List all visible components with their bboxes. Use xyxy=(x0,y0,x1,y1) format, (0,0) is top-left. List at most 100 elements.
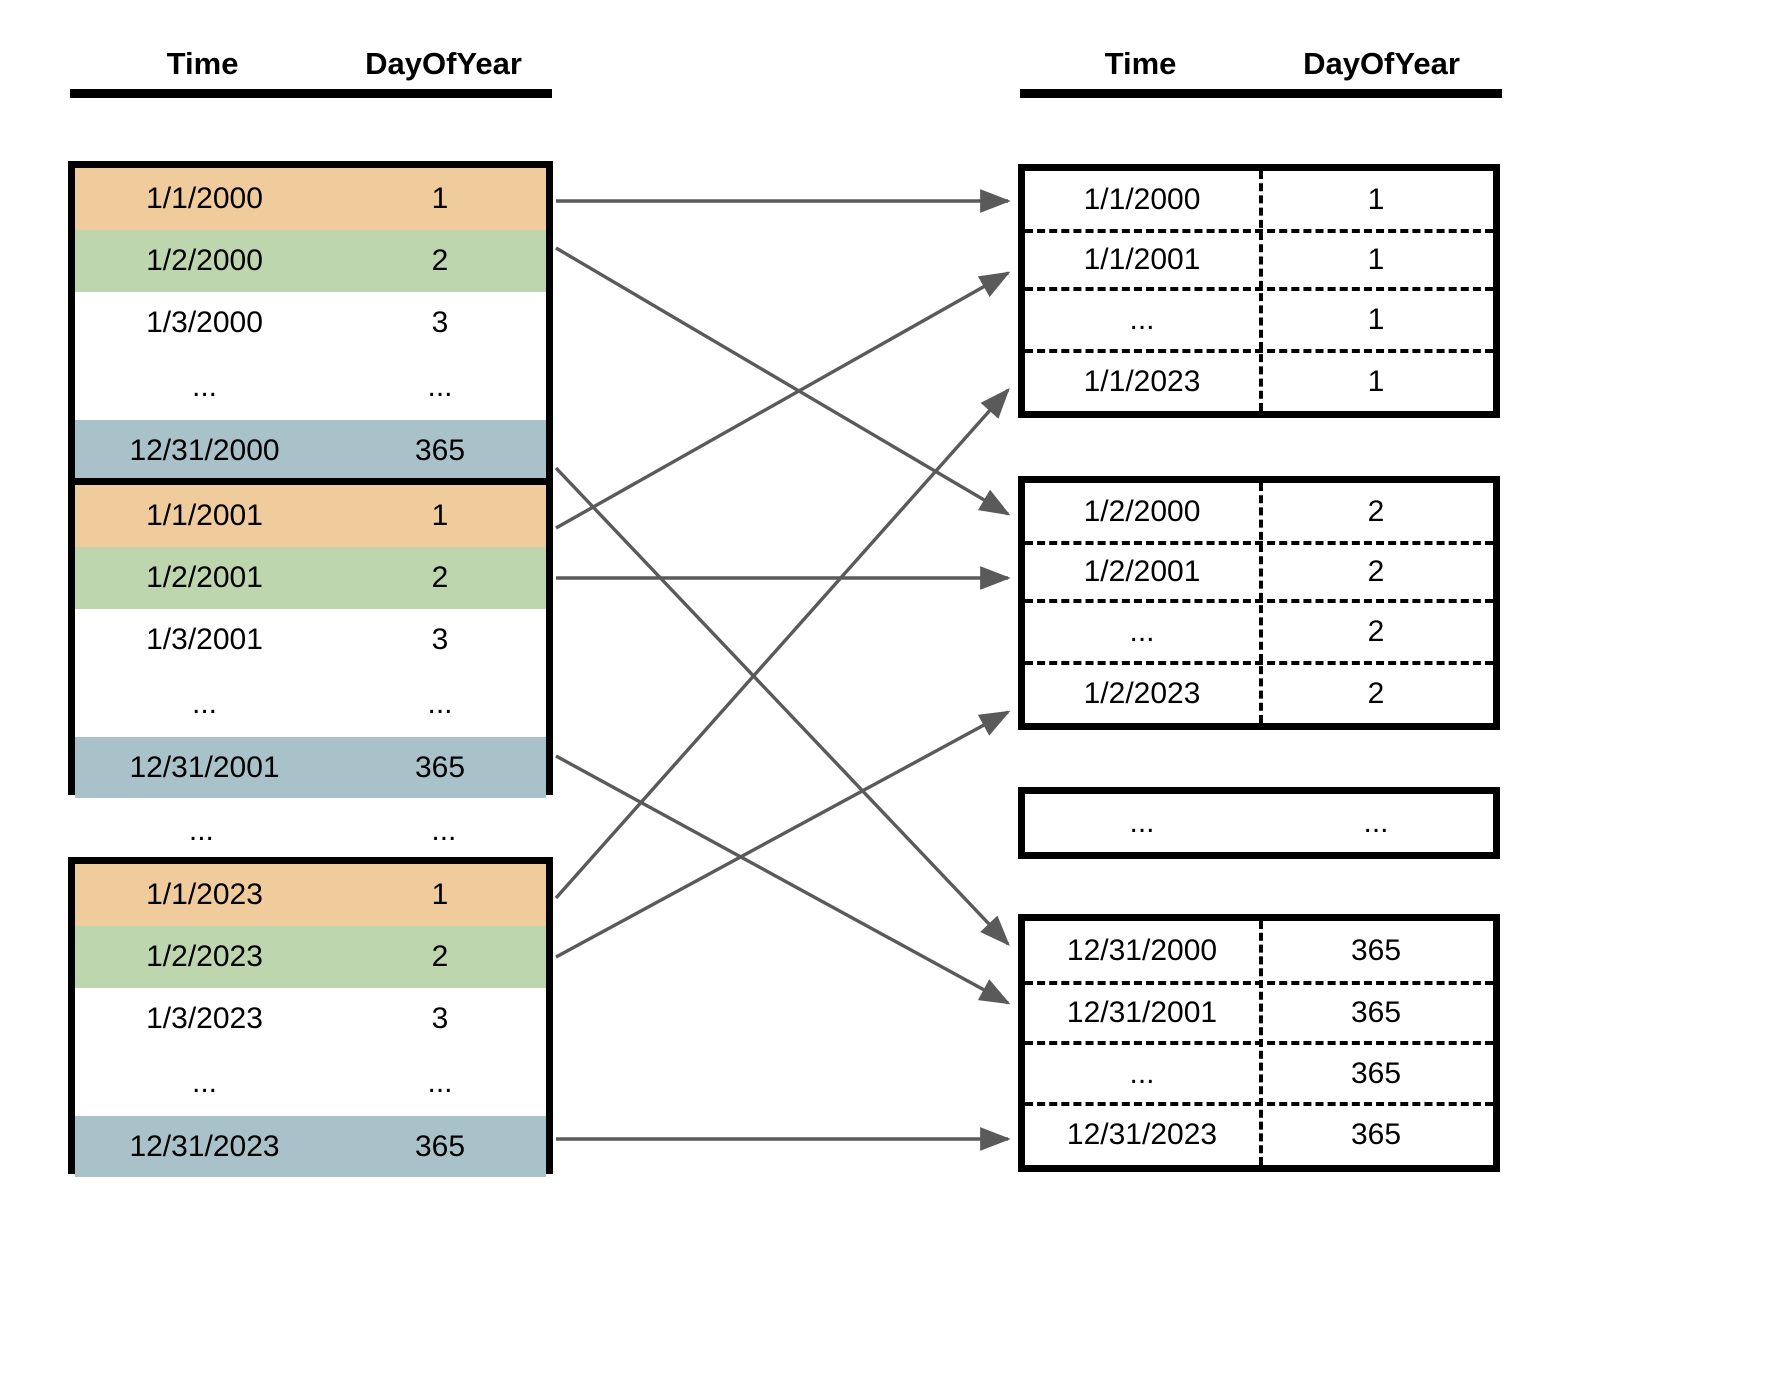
table-row: ... ... xyxy=(75,671,546,737)
cell-time: 1/2/2000 xyxy=(146,244,263,277)
cell-time: 1/3/2001 xyxy=(146,623,263,656)
table-row: 12/31/2000 365 xyxy=(1025,921,1493,981)
right-column-headers: Time DayOfYear xyxy=(1020,48,1502,98)
table-row: 1/1/2023 1 xyxy=(1025,349,1493,411)
cell-dayofyear-ellipsis: ... xyxy=(427,370,453,403)
table-row: 1/1/2000 1 xyxy=(1025,171,1493,229)
table-row: ... ... xyxy=(75,354,546,420)
arrow-2023-jan1-to-doy1 xyxy=(554,387,1010,900)
cell-dayofyear: 365 xyxy=(1350,1118,1402,1151)
arrow-2001-jan1-to-doy1 xyxy=(555,271,1011,530)
cell-time: 1/2/2000 xyxy=(1083,495,1201,528)
arrow-2000-jan2-to-doy2 xyxy=(555,246,1011,516)
table-row: 1/3/2001 3 xyxy=(75,609,546,671)
cell-time-ellipsis: ... xyxy=(192,370,218,403)
cell-time: 12/31/2000 xyxy=(1066,934,1218,967)
table-row: 1/1/2001 1 xyxy=(75,485,546,547)
cell-dayofyear: 2 xyxy=(1367,495,1385,528)
cell-dayofyear: 365 xyxy=(414,433,466,467)
cell-time: 1/2/2023 xyxy=(1083,677,1201,710)
table-row: 1/2/2000 2 xyxy=(75,230,546,292)
cell-dayofyear: 3 xyxy=(431,1002,449,1035)
cell-dayofyear-ellipsis: ... xyxy=(427,687,453,720)
table-row: 12/31/2001 365 xyxy=(75,737,546,798)
source-ellipsis-gap: ... ... xyxy=(68,805,553,857)
table-row: 1/2/2023 2 xyxy=(75,926,546,988)
right-header-rule xyxy=(1020,89,1502,98)
table-row: 1/1/2023 1 xyxy=(75,864,546,926)
cell-dayofyear: 1 xyxy=(431,182,449,215)
cell-time-ellipsis: ... xyxy=(1129,806,1155,839)
table-row: 12/31/2000 365 xyxy=(75,420,546,481)
cell-dayofyear: 2 xyxy=(431,940,449,973)
table-row: ... 2 xyxy=(1025,599,1493,661)
cell-time: 1/1/2000 xyxy=(146,182,263,215)
cell-time: 1/1/2000 xyxy=(1083,183,1201,216)
result-table-dayofyear-2: 1/2/2000 2 1/2/2001 2 ... 2 1/2/2023 2 xyxy=(1018,476,1500,730)
cell-dayofyear: 2 xyxy=(1367,555,1385,588)
cell-time-ellipsis: ... xyxy=(192,687,218,720)
table-row: 1/3/2023 3 xyxy=(75,988,546,1050)
cell-dayofyear: 2 xyxy=(1367,677,1385,710)
cell-dayofyear-ellipsis: ... xyxy=(1363,806,1389,839)
cell-dayofyear: 365 xyxy=(414,1129,466,1163)
table-row: 12/31/2001 365 xyxy=(1025,981,1493,1041)
cell-dayofyear: 1 xyxy=(1367,303,1385,336)
result-table-ellipsis: ... ... xyxy=(1018,787,1500,859)
cell-time: 12/31/2001 xyxy=(1066,996,1218,1029)
cell-dayofyear: 3 xyxy=(431,306,449,339)
cell-time: 1/1/2001 xyxy=(1083,243,1201,276)
left-header-rule xyxy=(70,89,552,98)
arrow-2001-dec31-to-doy365 xyxy=(555,754,1011,1005)
table-row: 1/2/2000 2 xyxy=(1025,483,1493,541)
cell-dayofyear: 365 xyxy=(1350,996,1402,1029)
table-row: ... 365 xyxy=(1025,1041,1493,1102)
cell-time-ellipsis: ... xyxy=(1129,615,1155,648)
cell-time-ellipsis: ... xyxy=(192,1066,218,1099)
cell-time: 1/1/2001 xyxy=(146,499,263,532)
table-row: 1/1/2000 1 xyxy=(75,168,546,230)
cell-time-ellipsis: ... xyxy=(1129,303,1155,336)
cell-dayofyear: 2 xyxy=(1367,615,1385,648)
cell-dayofyear: 365 xyxy=(1350,934,1402,967)
table-row: ... ... xyxy=(75,1050,546,1116)
cell-dayofyear-ellipsis: ... xyxy=(427,1066,453,1099)
source-table-year-2001: 1/1/2001 1 1/2/2001 2 1/3/2001 3 ... ...… xyxy=(68,478,553,798)
cell-time: 12/31/2023 xyxy=(1066,1118,1218,1151)
arrow-2000-dec31-to-doy365 xyxy=(554,466,1010,946)
cell-dayofyear: 1 xyxy=(1367,243,1385,276)
source-table-year-2000: 1/1/2000 1 1/2/2000 2 1/3/2000 3 ... ...… xyxy=(68,161,553,481)
left-header-dayofyear: DayOfYear xyxy=(365,46,522,81)
cell-time: 1/1/2023 xyxy=(146,878,263,911)
table-row: 1/1/2001 1 xyxy=(1025,229,1493,287)
cell-dayofyear: 2 xyxy=(431,244,449,277)
cell-time: 1/1/2023 xyxy=(1083,365,1201,398)
cell-time: 1/3/2000 xyxy=(146,306,263,339)
cell-time: 1/2/2001 xyxy=(1083,555,1201,588)
cell-dayofyear: 3 xyxy=(431,623,449,656)
cell-dayofyear: 1 xyxy=(431,499,449,532)
cell-dayofyear: 1 xyxy=(1367,183,1385,216)
table-row: 1/2/2001 2 xyxy=(1025,541,1493,599)
table-row: 12/31/2023 365 xyxy=(1025,1102,1493,1164)
table-row: ... 1 xyxy=(1025,287,1493,349)
table-row: 1/3/2000 3 xyxy=(75,292,546,354)
cell-dayofyear: 1 xyxy=(1367,365,1385,398)
left-column-headers: Time DayOfYear xyxy=(70,48,552,98)
cell-dayofyear: 1 xyxy=(431,878,449,911)
result-table-dayofyear-365: 12/31/2000 365 12/31/2001 365 ... 365 12… xyxy=(1018,914,1500,1172)
cell-time: 12/31/2000 xyxy=(129,433,280,467)
cell-time-ellipsis: ... xyxy=(1129,1056,1155,1090)
left-header-time: Time xyxy=(166,46,239,81)
table-row: 12/31/2023 365 xyxy=(75,1116,546,1177)
table-row: ... ... xyxy=(1025,794,1493,852)
cell-time: 12/31/2023 xyxy=(129,1129,280,1163)
table-row: 1/2/2023 2 xyxy=(1025,661,1493,723)
cell-time: 1/3/2023 xyxy=(146,1002,263,1035)
right-header-time: Time xyxy=(1104,46,1177,81)
table-row: 1/2/2001 2 xyxy=(75,547,546,609)
cell-time: 1/2/2023 xyxy=(146,940,263,973)
source-table-year-2023: 1/1/2023 1 1/2/2023 2 1/3/2023 3 ... ...… xyxy=(68,857,553,1177)
gap-cell-time: ... xyxy=(188,814,214,847)
